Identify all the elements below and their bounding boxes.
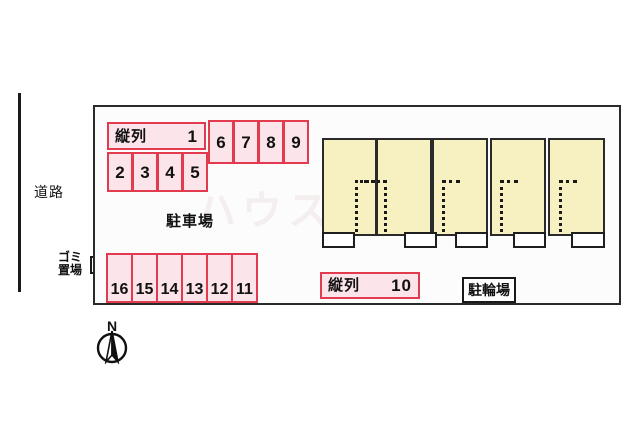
watermark-text: ハウス — [196, 189, 334, 233]
building-unit-3 — [432, 138, 488, 236]
building-porch-1 — [322, 232, 355, 248]
stair-icon — [559, 180, 562, 232]
parking-space-3[interactable]: 3 — [132, 152, 158, 192]
parking-space-9-number: 9 — [291, 132, 301, 152]
parking-space-4-number: 4 — [165, 162, 175, 182]
parking-space-15[interactable]: 15 — [131, 253, 158, 303]
parking-space-12[interactable]: 12 — [206, 253, 233, 303]
building-porch-2 — [404, 232, 437, 248]
building-unit-1 — [322, 138, 377, 236]
parking-space-4[interactable]: 4 — [157, 152, 183, 192]
stair-top-icon — [442, 180, 460, 183]
parking-space-6-number: 6 — [216, 132, 226, 152]
parking-space-11[interactable]: 11 — [231, 253, 258, 303]
parking-space-2[interactable]: 2 — [107, 152, 133, 192]
parking-space-10-number: 10 — [391, 276, 412, 295]
building-unit-4 — [490, 138, 546, 236]
north-arrow: N — [90, 318, 134, 365]
building-unit-5 — [548, 138, 605, 236]
stair-icon — [442, 180, 445, 232]
parking-lot-title: 駐車場 — [165, 213, 214, 230]
parking-space-14[interactable]: 14 — [156, 253, 183, 303]
parking-space-14-number: 14 — [160, 281, 179, 298]
parking-space-7-number: 7 — [241, 132, 251, 152]
parking-space-8-number: 8 — [266, 132, 276, 152]
parking-space-15-number: 15 — [135, 281, 154, 298]
parking-space-16-number: 16 — [110, 281, 129, 298]
parking-space-7[interactable]: 7 — [233, 120, 259, 164]
building-porch-4 — [513, 232, 546, 248]
parking-space-1-tandem[interactable]: 縦列 1 — [107, 122, 206, 150]
parking-space-11-number: 11 — [236, 281, 253, 298]
parking-space-1-number: 1 — [187, 126, 198, 146]
parking-space-6[interactable]: 6 — [208, 120, 234, 164]
stair-top-icon — [364, 180, 386, 183]
parking-space-1-label: 縦列 — [115, 127, 148, 145]
stair-icon — [355, 180, 358, 232]
building-porch-5 — [571, 232, 605, 248]
stair-top-icon — [500, 180, 518, 183]
parking-space-3-number: 3 — [140, 162, 150, 182]
parking-space-10-tandem[interactable]: 縦列 10 — [320, 272, 420, 299]
road-boundary-line — [18, 93, 21, 292]
stair-top-icon — [559, 180, 577, 183]
bicycle-parking-label: 駐輪場 — [462, 277, 516, 303]
compass-icon — [96, 330, 128, 365]
parking-space-8[interactable]: 8 — [258, 120, 284, 164]
building-unit-2 — [364, 138, 432, 236]
parking-space-2-number: 2 — [115, 162, 125, 182]
road-label: 道路 — [34, 184, 64, 200]
north-arrow-letter: N — [106, 318, 118, 334]
parking-space-5[interactable]: 5 — [182, 152, 208, 192]
parking-space-13[interactable]: 13 — [181, 253, 208, 303]
parking-space-13-number: 13 — [185, 281, 204, 298]
parking-space-12-number: 12 — [210, 281, 229, 298]
parking-space-9[interactable]: 9 — [283, 120, 309, 164]
garbage-area-label-line1: ゴミ — [57, 250, 82, 264]
garbage-area-label: ゴミ 置場 — [47, 251, 93, 277]
parking-space-10-label: 縦列 — [328, 277, 361, 294]
parking-space-16[interactable]: 16 — [106, 253, 133, 303]
parking-space-5-number: 5 — [190, 162, 200, 182]
building-porch-3 — [455, 232, 488, 248]
garbage-area-label-line2: 置場 — [57, 263, 82, 277]
stair-icon — [500, 180, 503, 232]
stair-icon — [384, 180, 387, 232]
